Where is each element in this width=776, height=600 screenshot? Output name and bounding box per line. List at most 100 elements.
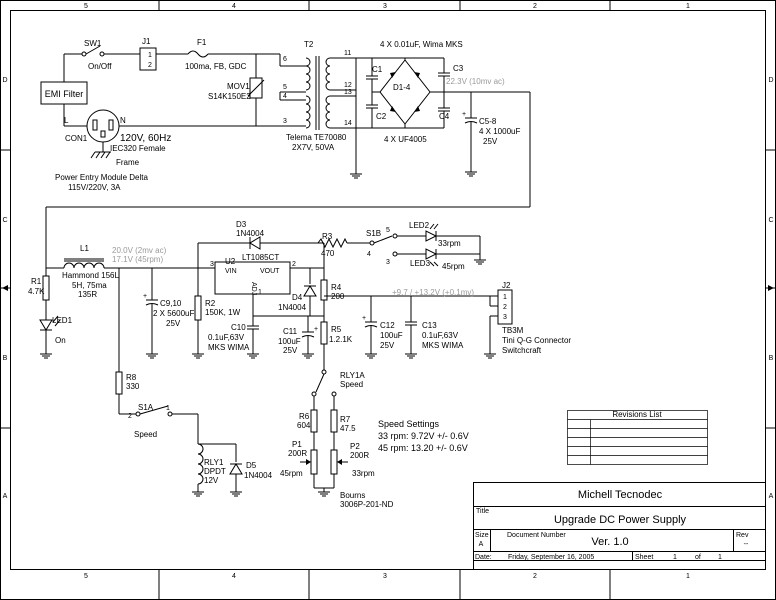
sheet-label: Sheet [635, 554, 653, 561]
size-label: Size [475, 532, 489, 539]
led1-symbol [39, 319, 53, 331]
r3-resistor [317, 237, 348, 249]
d1-4-ref: D1-4 [393, 83, 411, 92]
t2-value-2: 2X7V, 50VA [292, 143, 335, 152]
output-section: S1B 5 4 3 LED2 33rpm LED3 45rpm 1 [366, 221, 571, 359]
j2-pin1: 1 [503, 294, 507, 301]
c5-8-value-2: 25V [483, 137, 498, 146]
frame-label: Frame [116, 158, 140, 167]
p1-ref: P1 [292, 440, 302, 449]
ground-symbol [40, 353, 52, 359]
c13-ref: C13 [422, 321, 437, 330]
c11-plus: + [314, 326, 318, 333]
con1-ref: CON1 [65, 134, 88, 143]
led1-label: On [55, 336, 66, 345]
u2-pin1: 1 [258, 289, 262, 296]
rly1a-contact [315, 373, 325, 393]
led2-label: 33rpm [438, 239, 461, 248]
t2-pin-6: 6 [283, 56, 287, 63]
company-name: Michell Tecnodec [578, 489, 663, 501]
sw1-ref: SW1 [84, 39, 102, 48]
c9-10-plus: + [143, 293, 147, 300]
r3-value: 470 [321, 249, 335, 258]
r1-ref: R1 [31, 277, 42, 286]
col-label-2-bottom: 2 [533, 573, 537, 580]
l1-ref: L1 [80, 244, 89, 253]
con1-value-2: IEC320 Female [110, 144, 166, 153]
c12-value-1: 100uF [380, 331, 403, 340]
c5-8-ref: C5-8 [479, 117, 497, 126]
u2-value: LT1085CT [242, 253, 279, 262]
j2-pin2: 2 [503, 304, 507, 311]
led3-label: 45rpm [442, 262, 465, 271]
p2-ref: P2 [350, 442, 360, 451]
c4-ref: C4 [439, 112, 450, 121]
s1b-pin4: 4 [367, 251, 371, 258]
d3-value: 1N4004 [236, 229, 265, 238]
led3-ref: LED3 [410, 259, 431, 268]
ground-symbol [465, 171, 477, 177]
ground-symbol [474, 259, 486, 265]
ground-symbol [350, 173, 362, 179]
f1-fuse-symbol [187, 50, 209, 58]
u2-ref: U2 [225, 257, 236, 266]
date-label: Date: [475, 554, 492, 561]
rly1-ref: RLY1 [204, 458, 224, 467]
rev-label: Rev [736, 532, 749, 539]
u2-vout: VOUT [260, 268, 280, 275]
con1-iec-socket [86, 109, 120, 143]
led2-symbol [425, 230, 438, 242]
vin-note-1: 20.0V (2mv ac) [112, 246, 167, 255]
p2-value: 200R [350, 451, 369, 460]
row-label-c: C [2, 217, 7, 224]
diodes-label: 4 X UF4005 [384, 135, 427, 144]
c11-ref: C11 [283, 327, 298, 336]
u2-pin3: 3 [210, 261, 214, 268]
col-label-3-bottom: 3 [383, 573, 387, 580]
s1b-switch-symbol [373, 235, 393, 244]
s1a-label: Speed [134, 430, 157, 439]
r5-resistor [320, 321, 328, 345]
led3-symbol [425, 248, 438, 260]
ground-symbol [302, 353, 314, 359]
f1-value: 100ma, FB, GDC [185, 62, 247, 71]
led1-ref: LED1 [52, 316, 73, 325]
t2-transformer [305, 56, 331, 130]
c2-ref: C2 [376, 112, 387, 121]
r2-value: 150K, 1W [205, 308, 241, 317]
r6-resistor [310, 409, 318, 433]
s1a-pin2: 2 [128, 413, 132, 420]
sw1-value: On/Off [88, 62, 112, 71]
mains-input-section: EMI Filter SW1 On/Off 1 2 J1 F1 100ma, F… [40, 37, 356, 192]
rev-value: -- [744, 541, 749, 548]
ground-symbol [247, 353, 259, 359]
c5-8-value-1: 4 X 1000uF [479, 127, 520, 136]
f1-ref: F1 [197, 38, 207, 47]
r1-value: 4.7K [28, 287, 45, 296]
rly1-value-1: DPDT [204, 467, 226, 476]
t2-pin-13: 13 [344, 89, 352, 96]
con1-value-1: 120V, 60Hz [120, 133, 171, 144]
t2-pin-4: 4 [283, 93, 287, 100]
col-label-5: 5 [84, 3, 88, 10]
speed-settings-title: Speed Settings [378, 419, 440, 429]
r4-resistor [320, 279, 328, 301]
ground-symbol [192, 491, 204, 497]
speed-settings-45: 45 rpm: 13.20 +/- 0.6V [378, 443, 468, 453]
col-label-4: 4 [232, 3, 236, 10]
ground-symbol [484, 353, 496, 359]
r4-ref: R4 [331, 283, 342, 292]
u2-adj: ADJ [250, 282, 257, 295]
s1b-pin3: 3 [386, 259, 390, 266]
r5-value: 1.2.1K [329, 335, 353, 344]
revisions-title: Revisions List [612, 410, 662, 419]
l1-value-1: Hammond 156L [62, 271, 119, 280]
ground-symbol [146, 353, 158, 359]
regulator-section: R1 4.7K LED1 On L1 Hammond 156L 5H, 75ma… [28, 207, 490, 372]
r7-ref: R7 [340, 415, 351, 424]
s1a-ref: S1A [138, 403, 154, 412]
t2-pin-3: 3 [283, 118, 287, 125]
col-label-1: 1 [686, 3, 690, 10]
j1-connector [139, 47, 157, 71]
